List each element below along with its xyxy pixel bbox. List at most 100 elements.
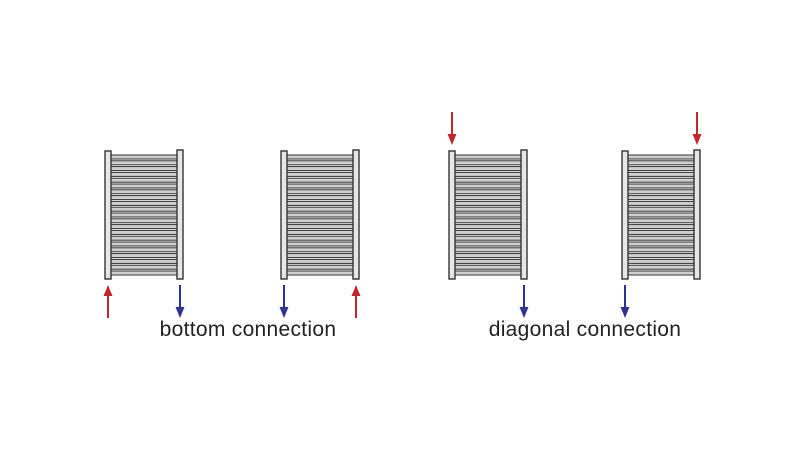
radiator-rail	[110, 212, 178, 218]
radiator-diagonal-3	[447, 112, 529, 318]
arrow-down-icon	[447, 112, 457, 145]
radiator-rail	[110, 154, 178, 160]
radiator-rail	[454, 200, 522, 206]
radiator-rail	[454, 212, 522, 218]
arrow-down-icon	[620, 285, 630, 318]
radiator-rail	[627, 200, 695, 206]
radiator-rail	[110, 235, 178, 241]
radiator-rail	[110, 171, 178, 177]
radiator-left-post	[104, 150, 112, 280]
radiator-rail	[454, 253, 522, 259]
radiator-rail	[286, 229, 354, 235]
radiator-rail	[627, 247, 695, 253]
radiator-rail	[286, 160, 354, 166]
radiator-rail	[627, 195, 695, 201]
radiator-rail	[286, 241, 354, 247]
radiator-rail	[627, 206, 695, 212]
radiator-bottom-2	[279, 149, 361, 318]
radiator-rail	[110, 195, 178, 201]
radiator-rail	[110, 253, 178, 259]
diagonal-connection-label: diagonal connection	[488, 318, 682, 341]
radiator-rail	[627, 166, 695, 172]
arrow-up-icon	[103, 285, 113, 318]
radiator-rail	[627, 264, 695, 270]
radiator-rail	[286, 171, 354, 177]
radiator-rail	[454, 235, 522, 241]
radiator-rail	[454, 258, 522, 264]
radiator-rail	[454, 166, 522, 172]
radiator-rail	[286, 177, 354, 183]
radiator-rail	[627, 212, 695, 218]
radiator-right-post	[693, 149, 701, 280]
radiator-rail	[454, 171, 522, 177]
radiator-rail	[286, 212, 354, 218]
radiator-rail	[110, 224, 178, 230]
radiator-rail	[627, 183, 695, 189]
radiator-rail	[627, 253, 695, 259]
radiator-rail	[110, 166, 178, 172]
radiator-rail	[454, 264, 522, 270]
radiator-rail	[286, 166, 354, 172]
radiator-rail	[627, 189, 695, 195]
radiator-rail	[454, 183, 522, 189]
arrow-down-icon	[279, 285, 289, 318]
radiator-left-post	[280, 150, 288, 280]
radiator-diagonal-4	[620, 112, 702, 318]
radiator-rail	[286, 270, 354, 276]
radiator-rail	[454, 241, 522, 247]
radiator-rail	[286, 183, 354, 189]
radiator-rail	[110, 270, 178, 276]
radiator-rail	[110, 241, 178, 247]
radiator-rail	[286, 253, 354, 259]
radiator-rail	[110, 189, 178, 195]
radiator-rail	[110, 247, 178, 253]
radiator-rail	[110, 258, 178, 264]
radiator-rail	[110, 160, 178, 166]
radiator-rail	[110, 218, 178, 224]
radiator-rail	[627, 229, 695, 235]
radiator-left-post	[621, 150, 629, 280]
radiator-rail	[627, 241, 695, 247]
radiator-rail	[627, 235, 695, 241]
radiator-rail	[627, 218, 695, 224]
radiator-rail	[286, 206, 354, 212]
radiator-rail	[110, 200, 178, 206]
radiator-rail	[110, 229, 178, 235]
radiator-rail	[286, 247, 354, 253]
radiator-right-post	[520, 149, 528, 280]
arrow-down-icon	[692, 112, 702, 145]
radiator-rail	[286, 154, 354, 160]
radiator-rail	[454, 270, 522, 276]
radiator-right-post	[176, 149, 184, 280]
radiator-rail	[454, 218, 522, 224]
radiator-rail	[286, 235, 354, 241]
radiator-rail	[286, 218, 354, 224]
radiator-rail	[286, 200, 354, 206]
bottom-connection-label: bottom connection	[159, 318, 337, 341]
arrow-up-icon	[351, 285, 361, 318]
radiator-rail	[627, 270, 695, 276]
radiator-rail	[286, 224, 354, 230]
radiator-rail	[454, 247, 522, 253]
radiator-rail	[286, 189, 354, 195]
radiator-rail	[627, 171, 695, 177]
radiator-rail	[627, 177, 695, 183]
radiator-rail	[454, 154, 522, 160]
radiator-rail	[627, 154, 695, 160]
radiator-rail	[286, 264, 354, 270]
radiator-bottom-1	[103, 149, 185, 318]
radiator-rail	[110, 206, 178, 212]
radiator-right-post	[352, 149, 360, 280]
radiator-rail	[627, 258, 695, 264]
radiator-rail	[454, 224, 522, 230]
radiator-rail	[454, 177, 522, 183]
radiator-rail	[286, 195, 354, 201]
arrow-down-icon	[175, 285, 185, 318]
radiator-rail	[454, 229, 522, 235]
radiator-rail	[454, 206, 522, 212]
arrow-down-icon	[519, 285, 529, 318]
radiator-rail	[454, 195, 522, 201]
radiator-rail	[627, 224, 695, 230]
radiator-left-post	[448, 150, 456, 280]
radiator-rail	[627, 160, 695, 166]
